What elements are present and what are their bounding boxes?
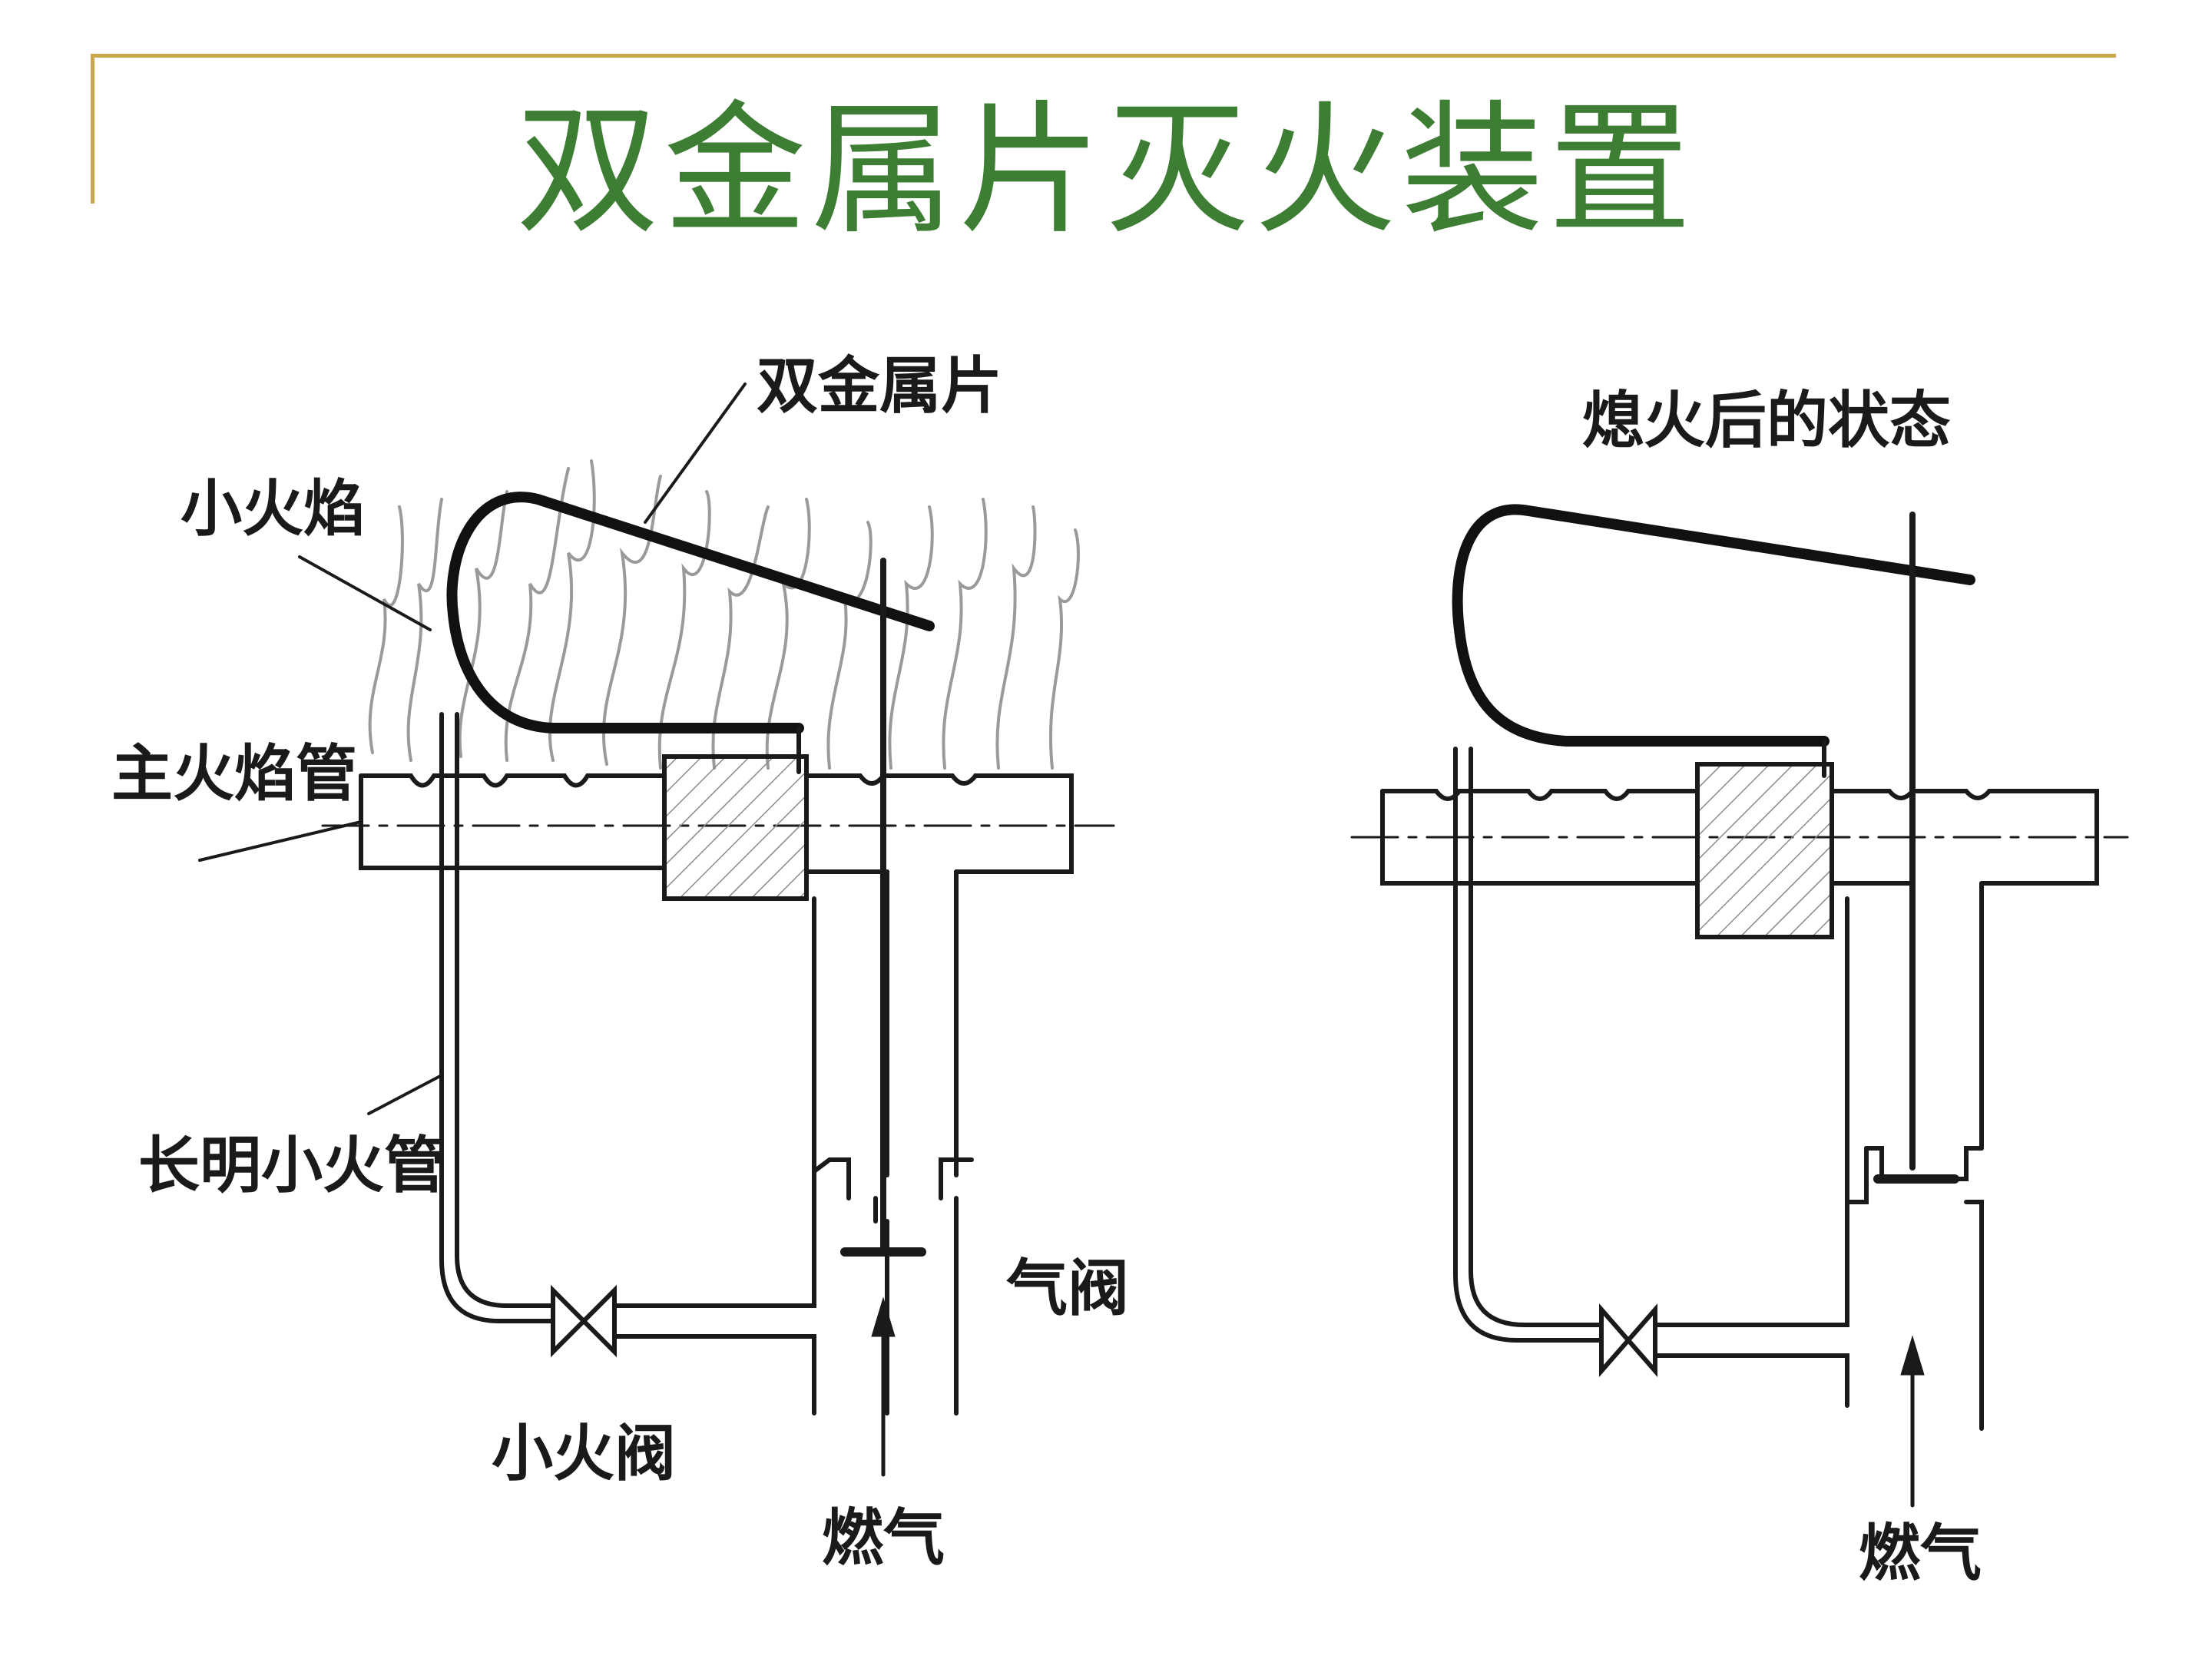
bimetal-strip-cold xyxy=(1452,504,1975,747)
gas-arrow-head-right xyxy=(1900,1335,1925,1376)
right-diagram xyxy=(1350,504,2129,1508)
pilot-tube xyxy=(439,712,816,1416)
header-rule-left xyxy=(91,54,94,204)
leader-lines xyxy=(198,382,747,1115)
label-pilot-tube: 长明小火管 xyxy=(138,1130,445,1201)
label-bimetal: 双金属片 xyxy=(757,350,1002,422)
label-gas-right: 燃气 xyxy=(1859,1518,1982,1589)
pilot-valve-symbol xyxy=(551,1284,617,1358)
label-state-after-extinguish: 熄火后的状态 xyxy=(1582,385,1951,456)
left-diagram xyxy=(198,382,1115,1477)
slide-title: 双金属片灭火装置 xyxy=(515,87,1696,253)
insulation-block xyxy=(662,754,809,901)
insulation-block-right xyxy=(1695,762,1834,939)
label-small-flame: 小火焰 xyxy=(180,473,365,545)
header-rule-top xyxy=(91,54,2116,58)
main-burner-tube xyxy=(321,773,1115,874)
label-main-burner: 主火焰管 xyxy=(111,738,357,810)
flames xyxy=(368,459,1080,770)
label-gas-left: 燃气 xyxy=(822,1502,945,1574)
pilot-valve-symbol-right xyxy=(1599,1303,1657,1377)
pilot-tube-right xyxy=(1453,747,1849,1408)
label-pilot-valve: 小火阀 xyxy=(492,1418,676,1489)
gas-arrow-head xyxy=(871,1296,896,1337)
label-gas-valve: 气阀 xyxy=(1006,1253,1129,1324)
bimetal-strip xyxy=(446,492,935,733)
